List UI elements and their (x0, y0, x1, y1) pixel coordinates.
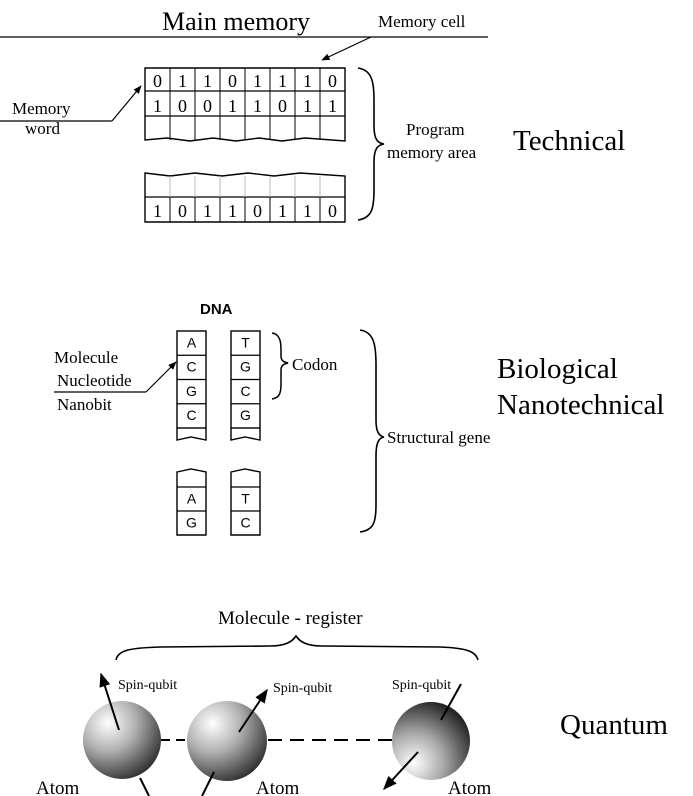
codon-brace (271, 332, 289, 400)
memory-bit: 0 (328, 71, 337, 91)
memory-word-label-line1: Memory (12, 99, 71, 118)
spin-qubit-label: Spin-qubit (392, 678, 451, 693)
dna-strand-right-bottom: TC (230, 468, 261, 536)
memory-bit: 1 (203, 201, 212, 221)
memory-bit: 0 (253, 201, 262, 221)
memory-cell-arrow (321, 36, 372, 61)
register-brace (115, 634, 479, 661)
nucleotide-base: C (186, 359, 196, 375)
nucleotide-base: C (240, 383, 250, 399)
atom-sphere (187, 701, 267, 781)
memory-word-label-line2: word (25, 119, 60, 138)
nucleotide-base: T (241, 334, 250, 350)
memory-bit: 1 (278, 71, 287, 91)
nucleotide-base: A (187, 334, 197, 350)
quantum-category-label: Quantum (560, 709, 668, 741)
memory-bit: 1 (253, 96, 262, 116)
atom-2: Spin-qubit Atom (187, 681, 332, 796)
codon-label: Codon (292, 355, 338, 374)
nucleotide-base: G (240, 359, 251, 375)
memory-bit: 1 (228, 96, 237, 116)
memory-bit: 0 (178, 96, 187, 116)
spin-qubit-label: Spin-qubit (273, 681, 332, 696)
memory-bit: 1 (278, 201, 287, 221)
main-memory-title: Main memory (162, 7, 310, 36)
program-area-label-line2: memory area (387, 143, 477, 162)
nucleotide-base: G (240, 407, 251, 423)
memory-bit: 0 (328, 201, 337, 221)
spin-tail (139, 777, 150, 796)
atom-1: Spin-qubit Atom (36, 672, 177, 796)
memory-bit: 1 (328, 96, 337, 116)
dna-strand-left-bottom: AG (176, 468, 207, 536)
atom-sphere (83, 701, 161, 779)
spin-tail (201, 771, 215, 796)
atom-label: Atom (256, 778, 300, 796)
spin-arrow-icon (383, 751, 419, 791)
memory-bit: 1 (178, 71, 187, 91)
spin-arrow-icon (99, 672, 120, 731)
nanobit-label: Nanobit (57, 395, 112, 414)
memory-bit: 1 (303, 71, 312, 91)
nucleotide-label: Nucleotide (57, 371, 132, 390)
memory-bit: 1 (153, 201, 162, 221)
nucleotide-base: T (241, 490, 250, 506)
memory-bit: 0 (178, 201, 187, 221)
atom-3: Spin-qubit Atom (383, 678, 492, 796)
dna-label: DNA (200, 301, 233, 318)
atom-label: Atom (448, 778, 492, 796)
biological-category-line2: Nanotechnical (497, 389, 664, 421)
quantum-section: Molecule - register Spin-qubit Atom Spin… (36, 608, 668, 796)
nucleotide-base: G (186, 514, 197, 530)
nucleotide-base: C (240, 514, 250, 530)
memory-word-arrow (111, 85, 142, 122)
molecule-label: Molecule (54, 348, 118, 367)
structural-gene-brace (359, 329, 385, 533)
memory-bit: 1 (303, 201, 312, 221)
memory-cell-label: Memory cell (378, 12, 466, 31)
nucleotide-arrow (145, 361, 177, 393)
spin-qubit-label: Spin-qubit (118, 678, 177, 693)
atom-label: Atom (36, 778, 80, 796)
structural-gene-label: Structural gene (387, 428, 490, 447)
nucleotide-base: C (186, 407, 196, 423)
memory-bit: 0 (153, 71, 162, 91)
memory-bit: 0 (203, 96, 212, 116)
memory-bit: 1 (153, 96, 162, 116)
technical-category-label: Technical (513, 125, 625, 157)
spin-tail (440, 683, 462, 721)
nucleotide-base: A (187, 490, 197, 506)
memory-bit: 1 (203, 71, 212, 91)
memory-bit: 0 (278, 96, 287, 116)
nucleotide-base: G (186, 383, 197, 399)
memory-bit: 1 (228, 201, 237, 221)
biological-category-line1: Biological (497, 353, 618, 385)
memory-bit: 1 (253, 71, 262, 91)
register-label: Molecule - register (218, 608, 363, 629)
spin-arrow-icon (238, 688, 268, 733)
memory-bit: 0 (228, 71, 237, 91)
program-area-label-line1: Program (406, 120, 465, 139)
memory-bit: 1 (303, 96, 312, 116)
program-area-brace (357, 67, 385, 221)
